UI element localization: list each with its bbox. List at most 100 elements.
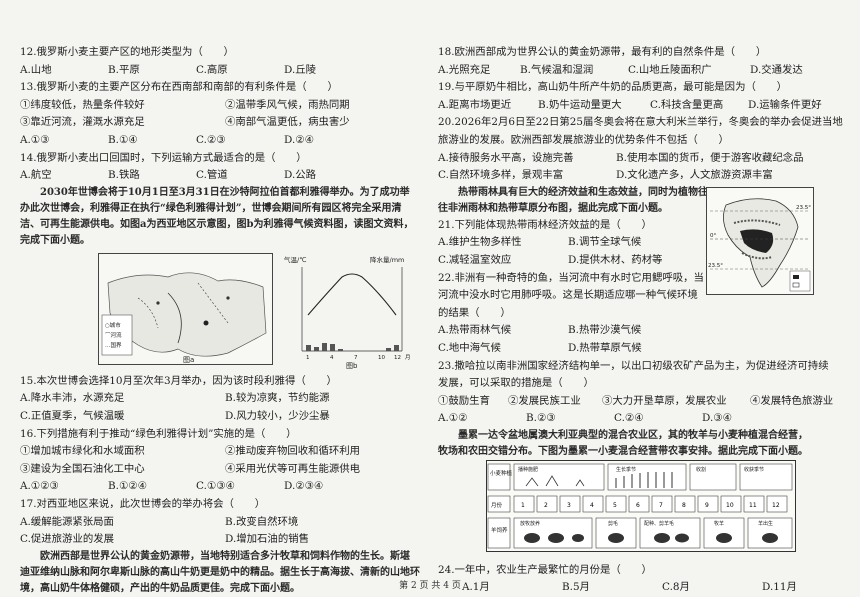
q20-opt-b[interactable]: B.使用本国的货币，便于游客收藏纪念品 [616,151,804,164]
q16-stem: 16.下列措施有利于推动“绿色利雅得计划”实施的是（ ） [20,427,297,440]
q22-opt-a[interactable]: A.热带雨林气候 [438,324,512,337]
q24-opt-c[interactable]: C.8月 [662,581,690,594]
q18-opt-d[interactable]: D.交通发达 [750,63,803,76]
svg-text:配种、剪羊毛: 配种、剪羊毛 [644,520,674,527]
q20-opt-c[interactable]: C.自然环境多样，景观丰富 [438,169,564,182]
q13-stem: 13.俄罗斯小麦的主要产区分布在西南部和南部的有利条件是（ ） [20,81,338,94]
q21-opt-b[interactable]: B.调节全球气候 [568,236,642,249]
q20-stem-2: 旅游业的发展。欧洲西部发展旅游业的优势条件不包括（ ） [438,133,729,146]
q24-opt-a[interactable]: A.1月 [462,581,490,594]
riyadh-climate-chart: 气温/℃ 降水量/mm 1 4 7 10 12 月 图b [284,255,411,370]
tractor-icon [525,475,585,487]
page-number: 第 2 页 共 4 页 [399,581,461,591]
q23-items: ①鼓励生育 ②发展民族工业 ③大力开垦草原，发展农业 ④发展特色旅游业 [438,393,843,411]
q14-opt-c[interactable]: C.管道 [196,169,228,182]
africa-map: 23.5° 0° 23.5° [706,186,814,295]
q23-stem-2: 发展，可以采取的措施是（ ） [438,377,594,390]
svg-text:5: 5 [613,502,617,509]
q17-opt-d[interactable]: D.增加石油的销售 [225,533,309,546]
q24-opt-d[interactable]: D.11月 [762,581,797,594]
q14-opt-d[interactable]: D.公路 [284,169,317,182]
legend-river: ⌒河流 [105,331,122,339]
q22-opt-d[interactable]: D.热带草原气候 [568,341,642,354]
q21-opt-d[interactable]: D.提供木材、药材等 [568,253,663,266]
svg-text:4: 4 [590,502,594,509]
svg-text:11: 11 [749,502,757,509]
svg-text:23.5°: 23.5° [708,263,723,269]
fig-b-caption: 图b [346,362,358,370]
svg-text:9: 9 [705,502,709,509]
svg-text:播种施肥: 播种施肥 [518,466,538,473]
q12-opt-c[interactable]: C.高原 [196,63,228,76]
q18-opt-b[interactable]: B.气候温和湿润 [520,63,594,76]
q12-opt-a[interactable]: A.山地 [20,63,52,76]
q12-stem: 12.俄罗斯小麦主要产区的地形类型为（ ） [20,46,234,58]
savanna-area [733,219,781,260]
q22-opt-c[interactable]: C.地中海气候 [438,341,501,354]
q21-opt-a[interactable]: A.维护生物多样性 [438,236,522,249]
q13-opt-a[interactable]: A.①③ [20,133,50,146]
svg-text:6: 6 [636,502,640,509]
svg-text:4: 4 [330,355,334,361]
q19-opt-d[interactable]: D.运输条件更好 [748,98,822,111]
svg-text:收割: 收割 [696,466,706,473]
month-axis-label: 月 [405,354,411,361]
q19-options: A.距离市场更近 B.奶牛运动量更大 C.科技含量更高 D.运输条件更好 [438,97,843,115]
q20-stem-1: 20.2026年2月6日至22日第25届冬奥会将在意大利米兰举行，冬奥会的举办会… [438,116,843,129]
q15-opt-a[interactable]: A.降水丰沛，水源充足 [20,392,125,405]
svg-text:收获季节: 收获季节 [744,466,764,473]
q20-opt-a[interactable]: A.接待服务水平高，设施完善 [438,151,574,164]
q17-opt-b[interactable]: B.改变自然环境 [225,515,299,528]
q19-opt-a[interactable]: A.距离市场更近 [438,98,512,111]
wheat-growth-icon [615,471,673,488]
q24-stem: 24.一年中，农业生产最繁忙的月份是（ ） [438,563,652,576]
svg-text:12: 12 [394,355,401,361]
q23-opt-c[interactable]: C.②④ [614,412,644,425]
q14-opt-b[interactable]: B.铁路 [108,169,140,182]
q19-opt-c[interactable]: C.科技含量更高 [650,98,724,111]
q17-opt-c[interactable]: C.促进旅游业的发展 [20,533,115,546]
svg-text:剪毛: 剪毛 [608,520,618,527]
q15-opt-d[interactable]: D.风力较小，少沙尘暴 [225,409,330,422]
svg-text:23.5°: 23.5° [796,205,811,211]
q14-options: A.航空 B.铁路 C.管道 D.公路 [20,167,425,185]
q22-opt-b[interactable]: B.热带沙漠气候 [568,324,642,337]
q13-opt-d[interactable]: D.②④ [284,133,314,146]
map-legend-box [101,314,133,356]
q21-stem: 21.下列能体现热带雨林经济效益的是（ ） [438,218,652,231]
q23-opt-b[interactable]: B.②③ [526,412,556,425]
q14-opt-a[interactable]: A.航空 [20,169,52,182]
q17-stem: 17.对西亚地区来说，此次世博会的举办将会（ ） [20,497,266,510]
q16-opt-a[interactable]: A.①②③ [20,480,59,493]
q23-item-2: ②发展民族工业 [508,394,581,407]
q16-opt-d[interactable]: D.②③④ [284,480,324,493]
svg-text:10: 10 [726,502,734,509]
q18-opt-c[interactable]: C.山地丘陵面积广 [628,63,712,76]
q18-opt-a[interactable]: A.光照充足 [438,63,491,76]
q19-opt-b[interactable]: B.奶牛运动量更大 [538,98,622,111]
q15-opt-b[interactable]: B.较为凉爽，节约能源 [225,392,330,405]
q23-opt-d[interactable]: D.③④ [702,412,732,425]
q13-opt-b[interactable]: B.①④ [108,133,138,146]
q12-opt-b[interactable]: B.平原 [108,63,140,76]
q16-opt-b[interactable]: B.①②④ [108,480,147,493]
q17-opt-a[interactable]: A.缓解能源紧张局面 [20,515,114,528]
material-expo: 2030年世博会将于10月1日至3月31日在沙特阿拉伯首都利雅得举办。为了成功举… [20,186,414,246]
precip-axis-label: 降水量/mm [370,255,404,264]
q24-opt-b[interactable]: B.5月 [562,581,590,594]
svg-text:3: 3 [567,502,571,509]
q13-opt-c[interactable]: C.②③ [196,133,226,146]
q21-opt-c[interactable]: C.减轻温室效应 [438,253,512,266]
q24-options: A.1月 B.5月 C.8月 D.11月 [438,579,843,597]
left-column: 12.俄罗斯小麦主要产区的地形类型为（ ） A.山地 B.平原 C.高原 D.丘… [20,44,425,597]
svg-text:羊出生: 羊出生 [758,520,773,527]
q15-stem: 15.本次世博会选择10月至次年3月举办，因为该时段利雅得（ ） [20,374,337,387]
q15-opt-c[interactable]: C.正值夏季，气候温暖 [20,409,125,422]
legend-border: …国界 [105,342,122,349]
q12-opt-d[interactable]: D.丘陵 [284,63,317,76]
q16-opt-c[interactable]: C.①③④ [196,480,235,493]
q20-opt-d[interactable]: D.文化遗产多，人文旅游资源丰富 [616,169,773,182]
svg-text:0°: 0° [710,233,716,239]
q23-opt-a[interactable]: A.①② [438,412,468,425]
row-label-month: 月份 [491,501,503,509]
